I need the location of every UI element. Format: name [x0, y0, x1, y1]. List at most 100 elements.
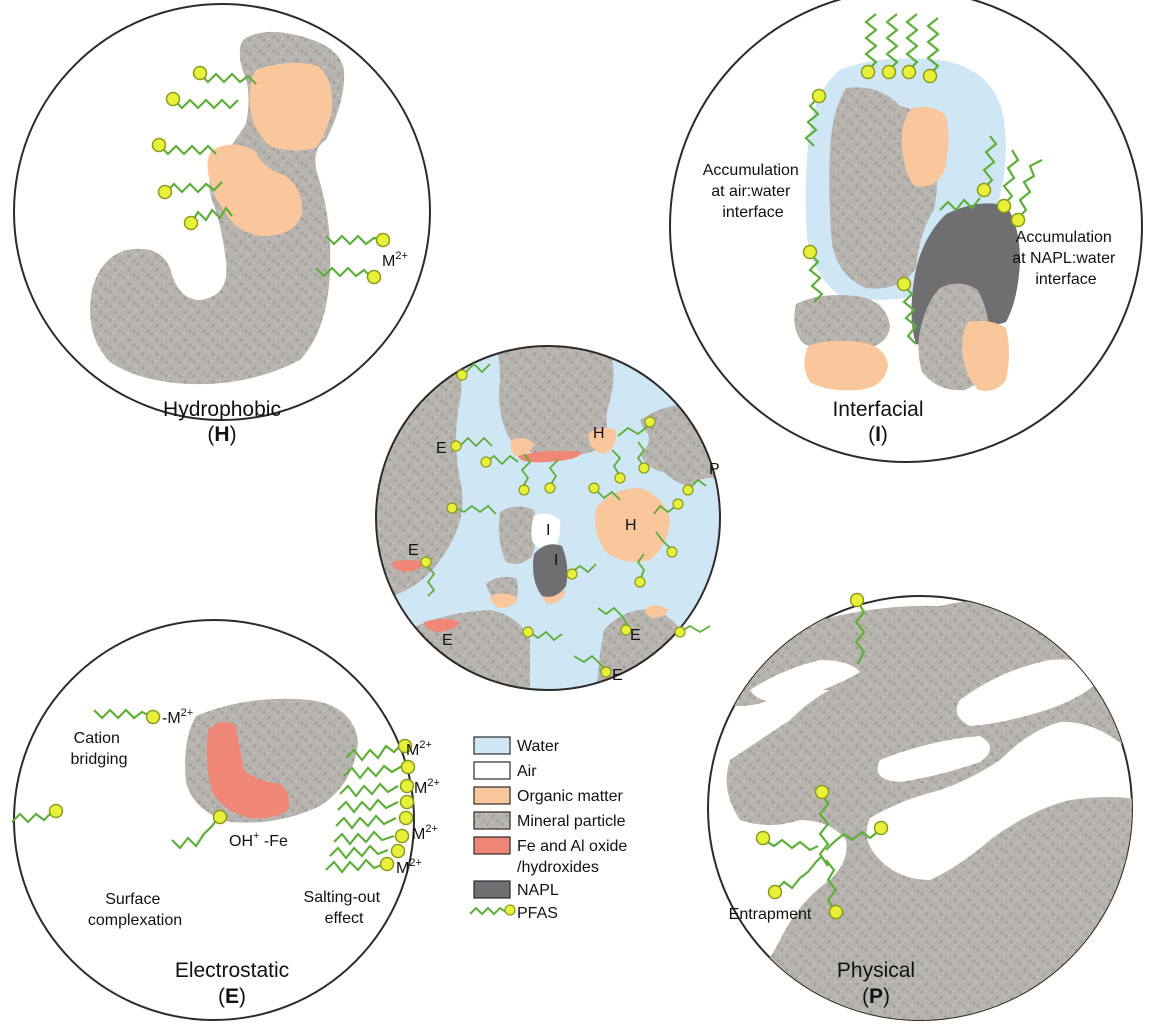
pfas-molecule	[337, 794, 415, 814]
organic-matter	[510, 437, 534, 456]
fe-al-oxide	[518, 450, 582, 463]
salting-out-label: Salting-out effect	[304, 889, 385, 927]
organic-matter	[595, 488, 670, 562]
panel-title: Physical	[837, 959, 915, 982]
legend: Water Air Organic matter Mineral particl…	[469, 736, 627, 922]
center-frame	[375, 345, 721, 691]
pfas-molecule	[802, 244, 824, 303]
pfas-molecule	[544, 459, 559, 494]
center-marker: I	[546, 522, 550, 539]
fe-al-oxide	[424, 619, 460, 632]
svg-text:Water: Water	[517, 738, 560, 755]
pfas-molecule	[333, 828, 410, 846]
pfas-group	[802, 13, 1043, 345]
panel-code: (H)	[207, 423, 236, 446]
pfas-molecule	[93, 708, 161, 725]
pfas-molecule	[183, 206, 233, 231]
pfas-molecule	[165, 91, 239, 110]
pfas-molecule	[682, 478, 707, 496]
air-pore	[531, 513, 561, 551]
pfas-molecule	[573, 654, 612, 678]
surface-complexation-label: Surface complexation	[88, 891, 182, 929]
legend-item-mineral: Mineral particle	[473, 811, 626, 830]
pfas-molecule	[814, 784, 830, 867]
pfas-molecule	[767, 855, 823, 900]
organic-matter	[962, 320, 1009, 391]
pfas-molecule	[1010, 159, 1043, 228]
pfas-molecule	[566, 563, 597, 580]
pfas-molecule	[518, 453, 532, 496]
pfas-molecule	[674, 624, 711, 638]
pfas-molecule	[860, 13, 878, 80]
center-marker: H	[625, 517, 637, 534]
pfas-molecule	[611, 449, 626, 484]
panel-hydrophobic: M2+ Hydrophobic (H)	[13, 3, 431, 446]
legend-item-air: Air	[473, 761, 537, 780]
cation-bridging-label: Cation bridging	[71, 730, 128, 768]
pfas-molecule	[157, 181, 223, 200]
svg-text:Air: Air	[517, 763, 537, 780]
center-marker: E	[436, 440, 447, 457]
pfas-group	[755, 592, 889, 920]
pfas-molecule	[922, 17, 940, 84]
center-marker: H	[593, 425, 605, 442]
napl-droplet	[533, 544, 568, 597]
pfas-molecule	[976, 135, 998, 198]
pfas-molecule	[901, 13, 919, 80]
pfas-molecule	[325, 856, 395, 874]
pfas-group	[151, 65, 391, 285]
pfas-molecule	[597, 606, 632, 636]
panel-code: (P)	[862, 985, 890, 1008]
panel-center-overview: E H P E I I H E E E	[375, 345, 721, 691]
panel-code: (E)	[218, 985, 246, 1008]
cation-label: M2+	[414, 777, 440, 797]
organic-matter	[588, 427, 617, 454]
air-water-label: Accumulation at air:water interface	[703, 162, 804, 221]
pfas-molecule	[192, 65, 257, 85]
fe-al-oxide	[392, 560, 424, 572]
entrapment-label: Entrapment	[729, 906, 812, 923]
fe-al-oxide	[206, 721, 289, 819]
svg-text:Mineral particle: Mineral particle	[517, 813, 626, 830]
panel-code: (I)	[868, 423, 888, 446]
pfas-molecule	[804, 88, 827, 147]
panel-title: Hydrophobic	[163, 398, 281, 421]
svg-text:Organic matter: Organic matter	[517, 788, 623, 805]
legend-item-organic: Organic matter	[473, 786, 623, 805]
pfas-molecule	[588, 482, 621, 501]
pfas-molecule	[315, 266, 382, 285]
air-pore	[750, 660, 860, 702]
legend-item-napl: NAPL	[473, 880, 559, 899]
pfas-molecule	[881, 13, 899, 80]
pfas-molecule	[634, 553, 646, 588]
panel-interfacial: Accumulation at air:water interface Accu…	[669, 0, 1143, 463]
pfas-group	[420, 362, 711, 678]
pfas-molecule	[456, 362, 491, 381]
center-marker: P	[709, 461, 720, 478]
bridge-label: -M2+	[162, 707, 193, 727]
panel-electrostatic: Cation bridging -M2+ OH+ -Fe M2+ M2+ M2+…	[11, 619, 440, 1021]
legend-item-pfas: PFAS	[469, 904, 558, 922]
organic-matter	[645, 605, 668, 618]
svg-text:/hydroxides: /hydroxides	[517, 859, 599, 876]
center-marker: E	[630, 627, 641, 644]
mineral-particle	[794, 295, 890, 351]
svg-text:Fe and Al oxide: Fe and Al oxide	[517, 838, 627, 855]
cation-label: M2+	[396, 857, 422, 877]
organic-matter	[249, 62, 333, 151]
pfas-molecule	[420, 556, 436, 597]
pfas-molecule	[849, 592, 866, 665]
pfas-molecule	[617, 416, 656, 437]
pfas-molecule	[325, 232, 391, 248]
legend-item-water: Water	[473, 736, 560, 755]
panel-title: Electrostatic	[175, 959, 289, 982]
pfas-molecule	[522, 626, 563, 642]
air-pore	[956, 659, 1100, 726]
napl-water-label: Accumulation at NAPL:water interface	[1012, 229, 1120, 288]
center-marker: E	[612, 667, 623, 684]
pfas-molecule	[636, 441, 650, 474]
pfas-molecule	[655, 531, 678, 558]
organic-matter	[804, 340, 888, 391]
pfas-molecule	[825, 820, 889, 851]
